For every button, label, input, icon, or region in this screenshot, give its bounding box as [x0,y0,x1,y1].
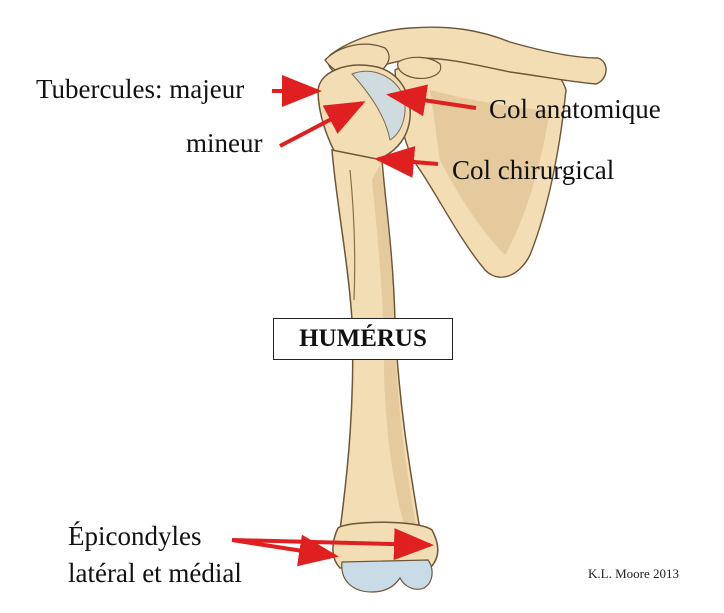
label-lateral-medial: latéral et médial [68,558,242,588]
deltoid-tuberosity [349,169,356,301]
label-col-anatomique: Col anatomique [489,94,661,124]
scapula-shading [430,90,550,255]
label-epicondyles: Épicondyles [68,521,202,551]
arrow-col-chirurgical [374,146,439,178]
arrow-col-anatomique [386,84,477,117]
diagram-title: HUMÉRUS [299,325,427,352]
title-box: HUMÉRUS [273,318,453,360]
coracoid [397,56,442,79]
arrow-tubercule-mineur [279,101,366,148]
arrow-epicondyle-medial [231,528,434,561]
credit-text: K.L. Moore 2013 [588,566,679,581]
label-col-chirurgical: Col chirurgical [452,155,615,185]
arrow-epicondyle-lateral [231,534,339,567]
label-tubercules-majeur: Tubercules: majeur [36,74,245,104]
condyles [341,559,433,593]
label-mineur: mineur [186,128,263,158]
